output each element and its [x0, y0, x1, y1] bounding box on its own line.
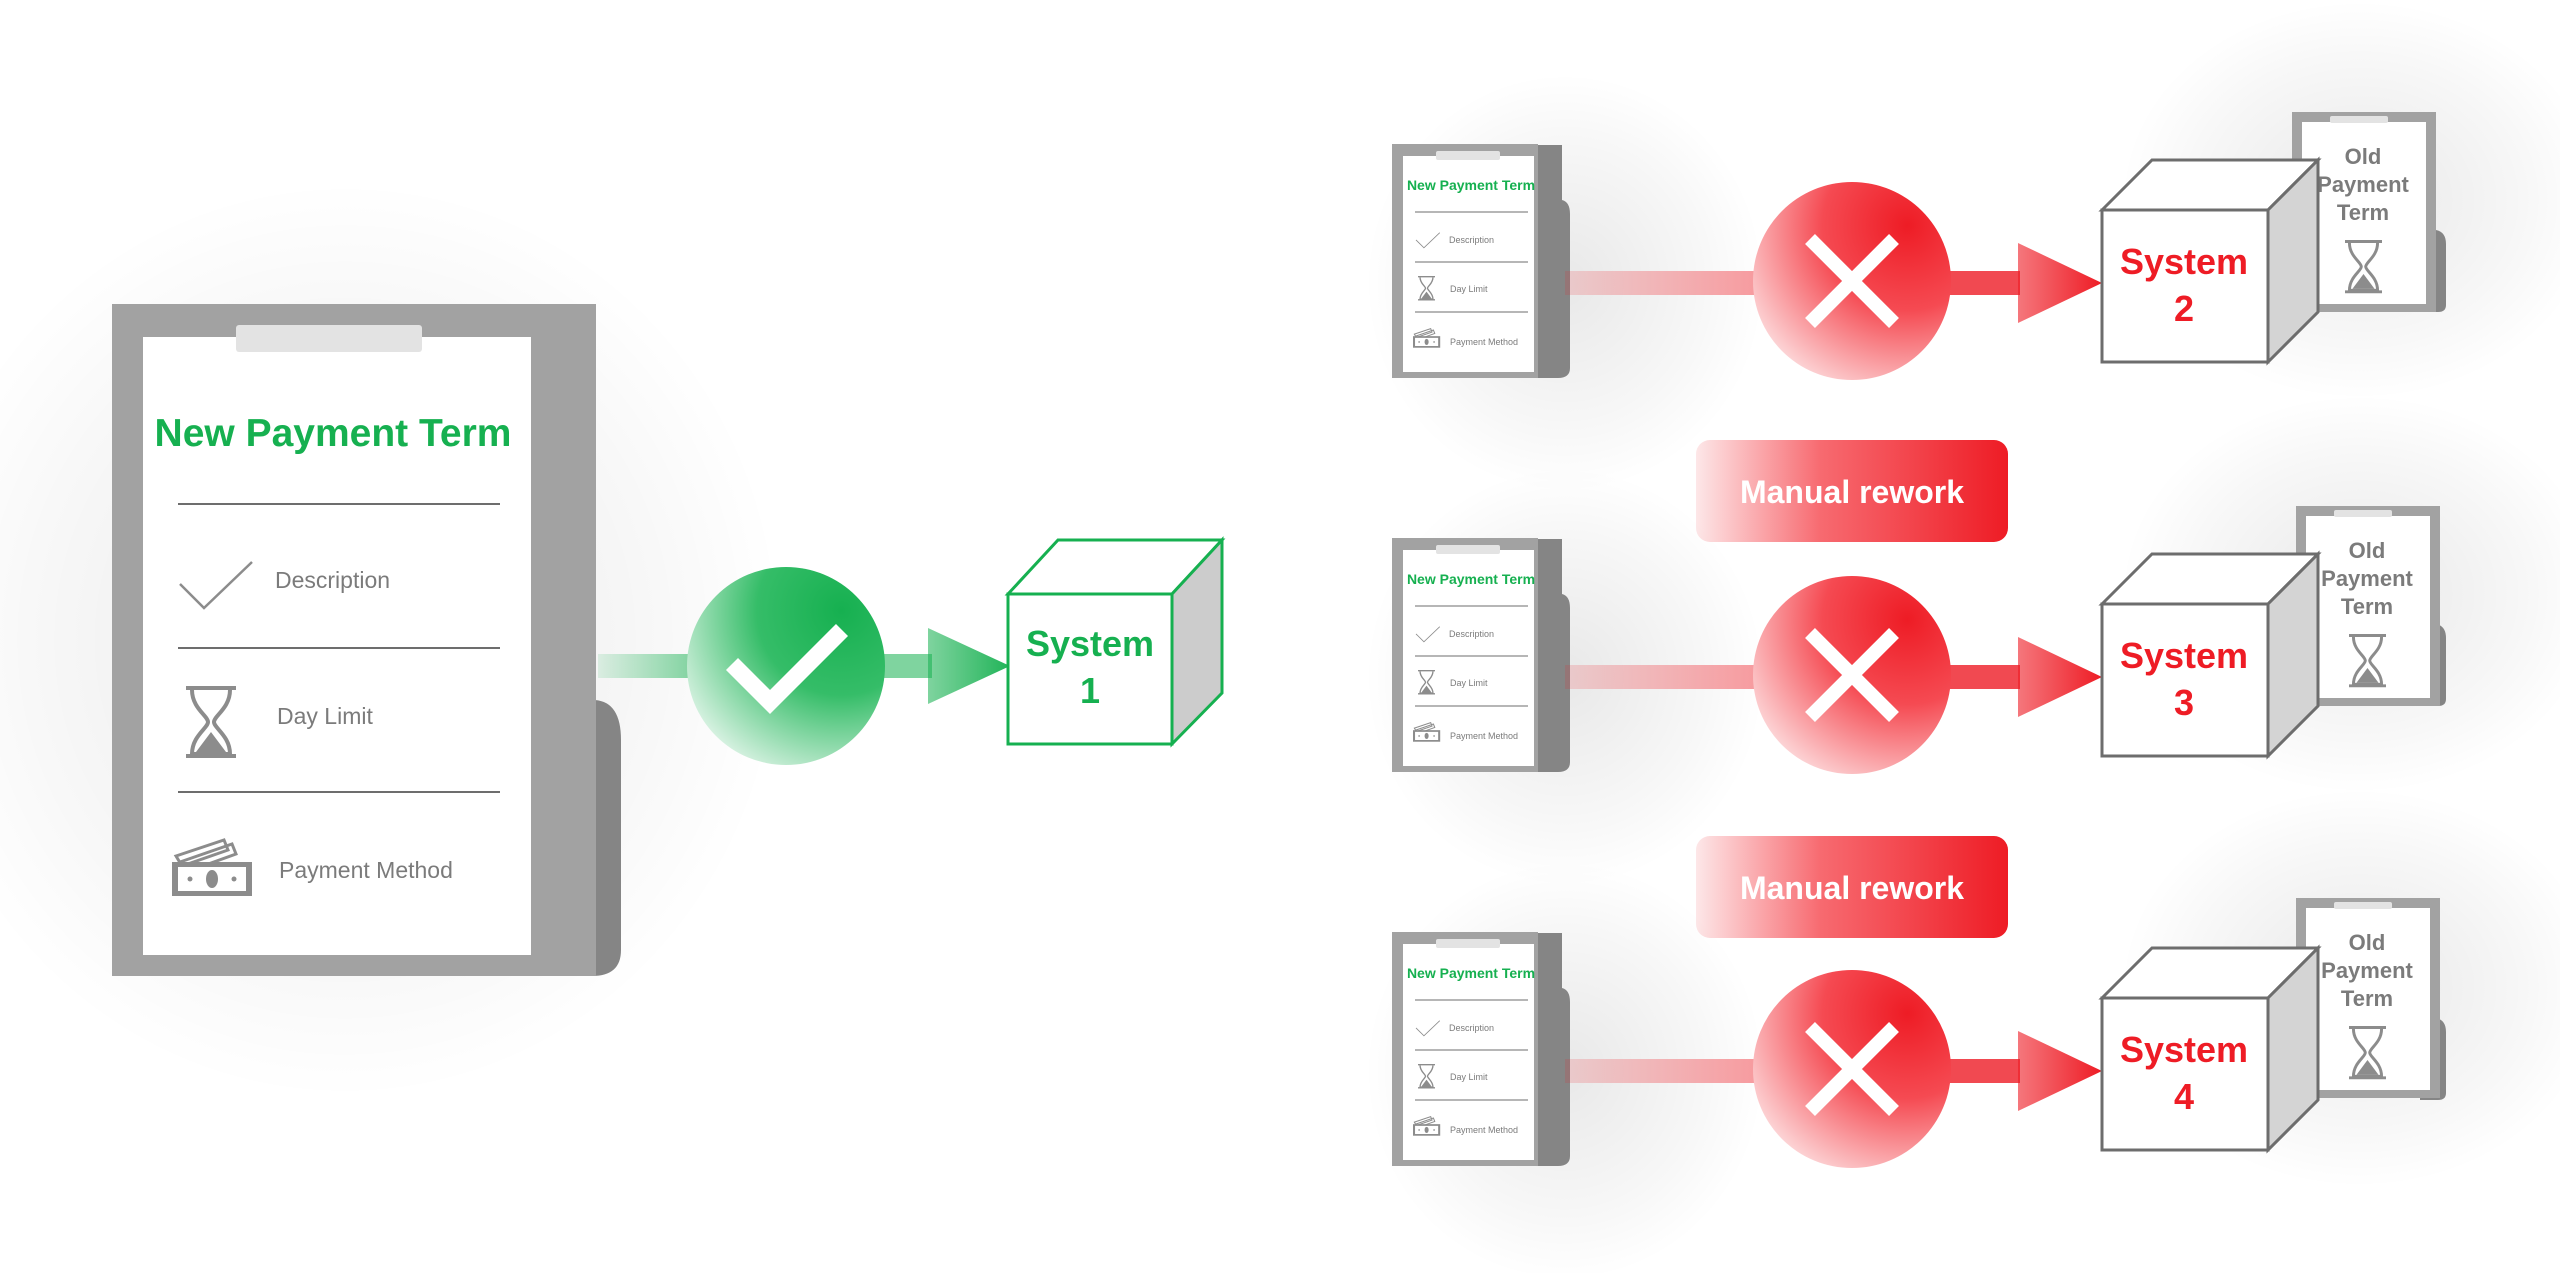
system-label-line1: System — [2120, 1029, 2248, 1070]
system-1-cube: System 1 — [1004, 536, 1226, 748]
main-document-group: New Payment Term Description Day Limit P… — [0, 180, 785, 1100]
old-doc-title-line: Old — [2349, 930, 2386, 955]
mini-item-label: Day Limit — [1450, 1072, 1488, 1082]
old-document: Old Payment Term — [2296, 898, 2446, 1100]
old-doc-title-line: Term — [2341, 594, 2393, 619]
failed-flow-row: New Payment Term Description Day Limit P… — [1365, 394, 2560, 887]
system-label-line2: 3 — [2174, 682, 2194, 723]
mini-document-title: New Payment Term — [1407, 965, 1535, 981]
failed-arrow-shaft — [1565, 271, 1765, 295]
x-mark — [1805, 234, 1899, 328]
system-cube: System 2 — [2098, 156, 2322, 366]
old-doc-title-line: Old — [2345, 144, 2382, 169]
x-mark — [1805, 628, 1899, 722]
system-label-line1: System — [2120, 241, 2248, 282]
system-cube: System 3 — [2098, 550, 2322, 760]
mini-item-label: Day Limit — [1450, 678, 1488, 688]
failed-flow-row: New Payment Term Description Day Limit P… — [1365, 788, 2560, 1273]
clipboard-clip — [236, 325, 422, 352]
mini-item-label: Payment Method — [1450, 1125, 1518, 1135]
failed-arrow-head — [2018, 243, 2102, 323]
failed-flow-row: New Payment Term Description Day Limit P… — [1365, 0, 2560, 493]
item-payment-method-label: Payment Method — [279, 857, 453, 883]
mini-item-label: Description — [1449, 1023, 1494, 1033]
mini-item-label: Day Limit — [1450, 284, 1488, 294]
mini-item-label: Payment Method — [1450, 337, 1518, 347]
failed-arrow-head — [2018, 637, 2102, 717]
mini-document: New Payment Term Description Day Limit P… — [1392, 144, 1570, 378]
mini-item-label: Description — [1449, 629, 1494, 639]
mini-item-label: Payment Method — [1450, 731, 1518, 741]
item-description-label: Description — [275, 567, 390, 593]
x-mark — [1805, 1022, 1899, 1116]
mini-document-title: New Payment Term — [1407, 571, 1535, 587]
mini-document: New Payment Term Description Day Limit P… — [1392, 538, 1570, 772]
check-circle-mark — [725, 623, 849, 715]
mini-document-title: New Payment Term — [1407, 177, 1535, 193]
failed-arrow-shaft — [1565, 1059, 1765, 1083]
system-cube: System 4 — [2098, 944, 2322, 1154]
rework-badge-label: Manual rework — [1740, 474, 1964, 510]
system-1-label-line1: System — [1026, 623, 1154, 664]
old-doc-title-line: Term — [2341, 986, 2393, 1011]
success-arrow-head — [928, 628, 1010, 704]
mini-document: New Payment Term Description Day Limit P… — [1392, 932, 1570, 1166]
rework-badge: Manual rework — [1696, 836, 2008, 938]
rework-badge-label: Manual rework — [1740, 870, 1964, 906]
system-label-line1: System — [2120, 635, 2248, 676]
system-1-label-line2: 1 — [1080, 670, 1100, 711]
success-flow: System 1 — [598, 536, 1226, 765]
success-arrow-shaft-right — [880, 654, 932, 678]
failed-arrow-head — [2018, 1031, 2102, 1111]
check-circle-icon — [687, 567, 885, 765]
old-doc-title-line: Payment — [2321, 958, 2413, 983]
main-document-title: New Payment Term — [155, 412, 512, 455]
success-arrow-shaft-left — [598, 654, 698, 678]
system-label-line2: 2 — [2174, 288, 2194, 329]
old-doc-title-line: Payment — [2321, 566, 2413, 591]
system-label-line2: 4 — [2174, 1076, 2194, 1117]
old-document: Old Payment Term — [2292, 112, 2446, 312]
old-doc-title-line: Term — [2337, 200, 2389, 225]
rework-badge: Manual rework — [1696, 440, 2008, 542]
mini-item-label: Description — [1449, 235, 1494, 245]
old-doc-title-line: Payment — [2317, 172, 2409, 197]
old-document: Old Payment Term — [2296, 506, 2446, 706]
old-doc-title-line: Old — [2349, 538, 2386, 563]
failed-arrow-shaft — [1565, 665, 1765, 689]
item-day-limit-label: Day Limit — [277, 703, 373, 729]
